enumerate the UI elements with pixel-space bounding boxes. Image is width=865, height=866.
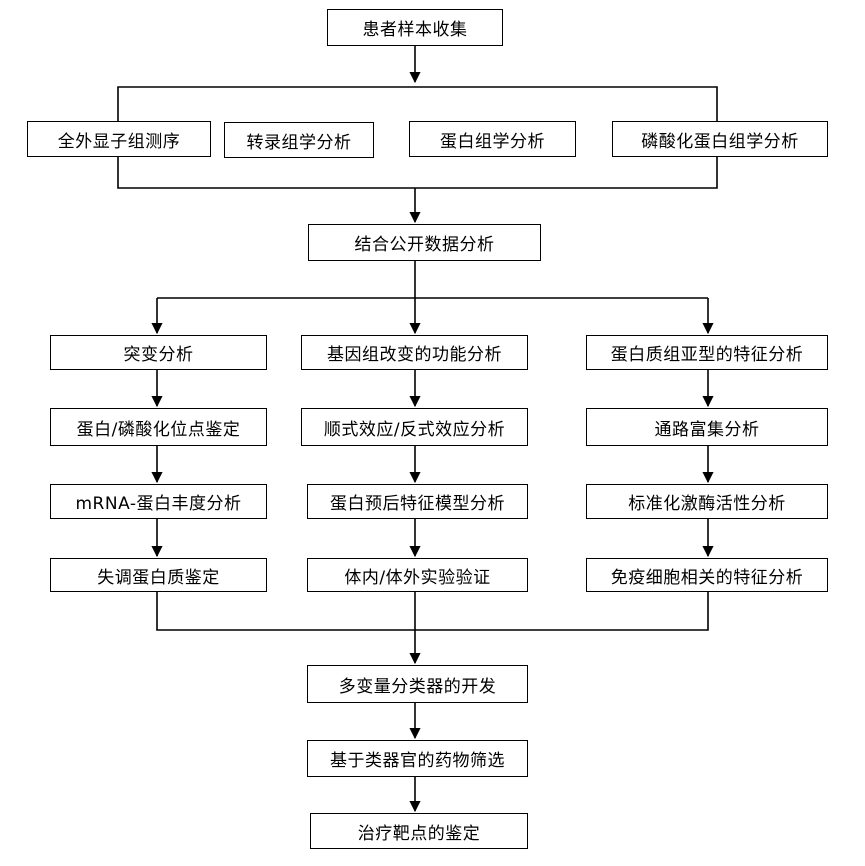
node-multivariate-classifier: 多变量分类器的开发 bbox=[307, 665, 528, 703]
node-cis-trans-effect-analysis: 顺式效应/反式效应分析 bbox=[301, 408, 528, 446]
node-phosphoproteome-analysis: 磷酸化蛋白组学分析 bbox=[612, 121, 828, 157]
node-sample-collection: 患者样本收集 bbox=[327, 9, 503, 46]
node-in-vivo-in-vitro-validation: 体内/体外实验验证 bbox=[307, 558, 528, 592]
node-prognostic-model-analysis: 蛋白预后特征模型分析 bbox=[307, 484, 528, 519]
node-mutation-analysis: 突变分析 bbox=[50, 335, 267, 370]
node-kinase-activity-analysis: 标准化激酶活性分析 bbox=[586, 484, 828, 519]
node-transcriptome-analysis: 转录组学分析 bbox=[224, 122, 374, 158]
node-immune-cell-features: 免疫细胞相关的特征分析 bbox=[586, 558, 828, 592]
node-proteomic-subtype-features: 蛋白质组亚型的特征分析 bbox=[586, 335, 828, 370]
node-public-data-integration: 结合公开数据分析 bbox=[308, 224, 541, 261]
node-therapeutic-target-identification: 治疗靶点的鉴定 bbox=[310, 813, 528, 849]
node-proteome-analysis: 蛋白组学分析 bbox=[409, 121, 576, 157]
node-dysregulated-protein-identification: 失调蛋白质鉴定 bbox=[50, 558, 267, 592]
node-mrna-protein-abundance: mRNA-蛋白丰度分析 bbox=[50, 484, 267, 519]
node-pathway-enrichment: 通路富集分析 bbox=[586, 408, 828, 446]
node-genomic-alteration-function: 基因组改变的功能分析 bbox=[301, 335, 528, 370]
node-whole-exome-sequencing: 全外显子组测序 bbox=[27, 121, 211, 157]
node-organoid-drug-screening: 基于类器官的药物筛选 bbox=[307, 740, 528, 777]
node-protein-phosphosite-identification: 蛋白/磷酸化位点鉴定 bbox=[50, 408, 267, 446]
